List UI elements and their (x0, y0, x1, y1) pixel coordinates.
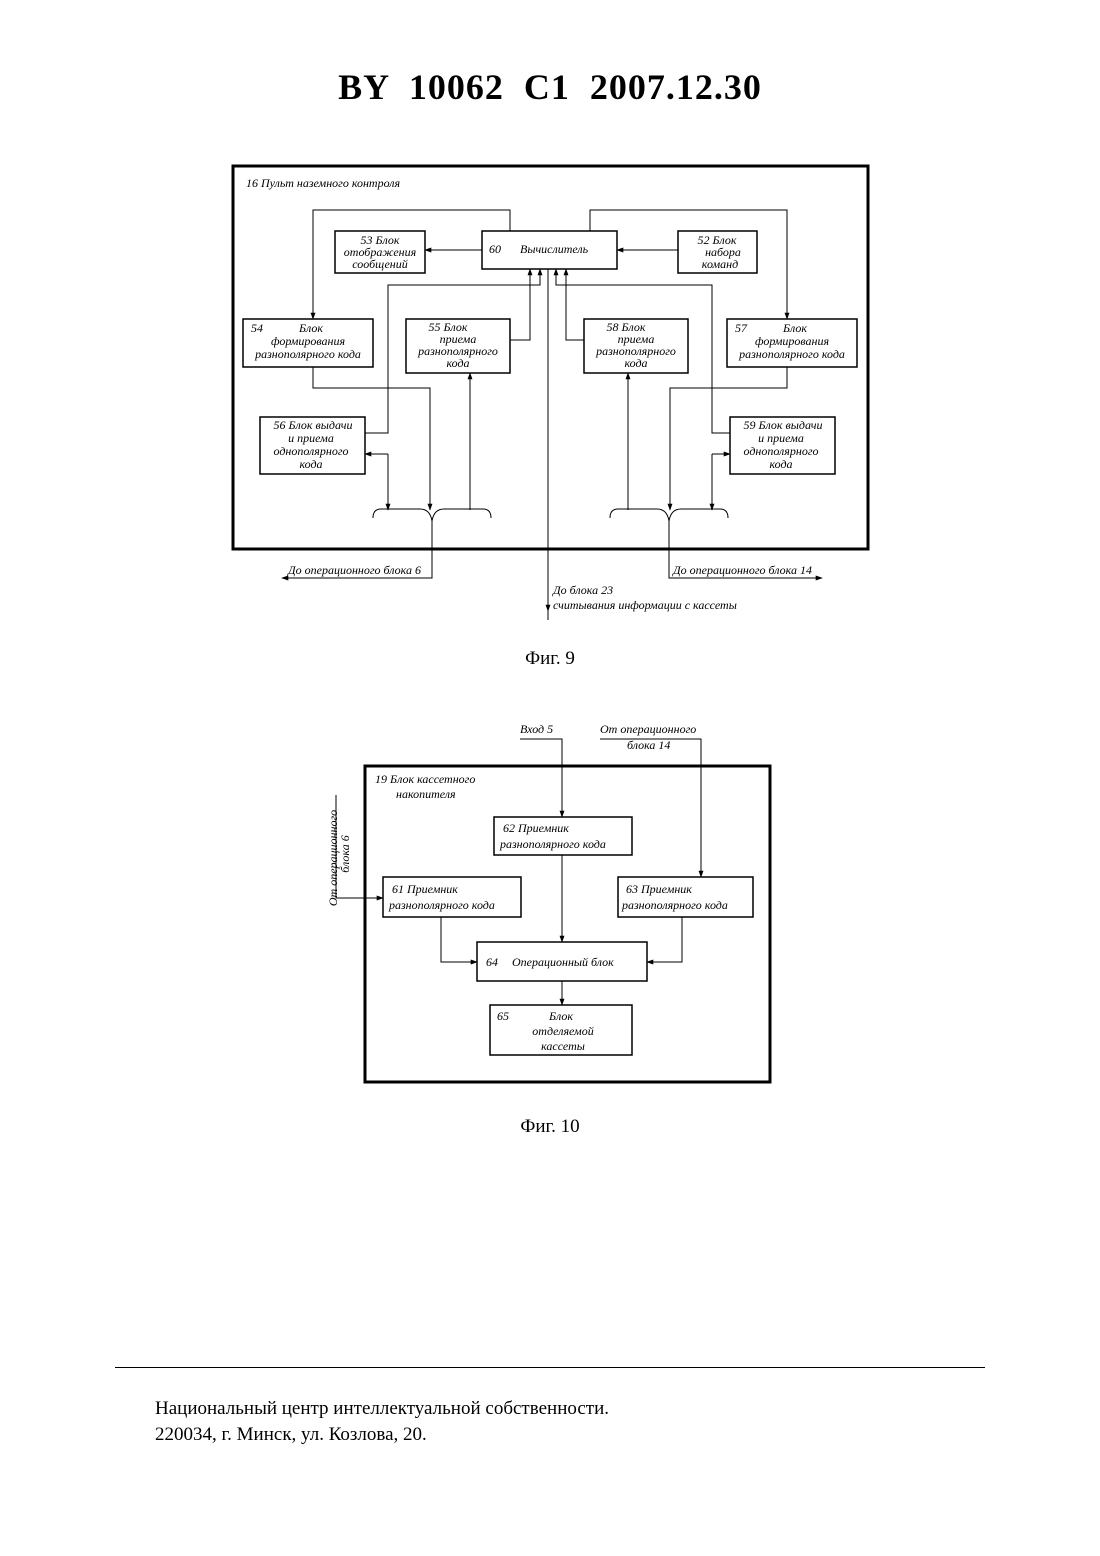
svg-text:Операционный блок: Операционный блок (512, 955, 614, 969)
figure-9: 16 Пульт наземного контроля 53 Блокотобр… (233, 166, 868, 669)
block-54: 54 Блокформированияразнополярного кода (243, 319, 373, 367)
footer-org: Национальный центр интеллектуальной собс… (155, 1398, 609, 1420)
block-63: 63 Приемник разнополярного кода (618, 877, 753, 917)
block-53: 53 Блокотображениясообщений (335, 231, 425, 273)
block-52: 52 Блокнаборакоманд (678, 231, 757, 273)
fig9-caption: Фиг. 9 (525, 648, 575, 669)
block-60-calculator: 60 Вычислитель (482, 231, 617, 269)
input-from-block-14: От операционногоблока 14 (600, 722, 696, 752)
svg-text:разнополярного кода: разнополярного кода (621, 898, 728, 912)
input-vhod-5: Вход 5 (520, 722, 553, 736)
svg-text:63 Приемник: 63 Приемник (626, 882, 692, 896)
block-59: 59 Блок выдачии приемаоднополярногокода (730, 417, 835, 474)
svg-text:60: 60 (489, 242, 501, 256)
svg-text:65: 65 (497, 1009, 509, 1023)
block-55: 55 Блокприемаразнополярногокода (406, 319, 510, 373)
footer-address: 220034, г. Минск, ул. Козлова, 20. (155, 1424, 427, 1446)
input-from-block-6: От операционногоблока 6 (326, 810, 352, 906)
output-center-label: До блока 23считывания информации с кассе… (552, 583, 737, 612)
block-62: 62 Приемник разнополярного кода (494, 817, 632, 855)
cassette-frame-label: 19 Блок кассетногонакопителя (375, 772, 475, 801)
output-left-label: До операционного блока 6 (287, 563, 421, 577)
fig10-caption: Фиг. 10 (520, 1116, 579, 1137)
svg-text:61 Приемник: 61 Приемник (392, 882, 458, 896)
block-64: 64 Операционный блок (477, 942, 647, 981)
svg-text:разнополярного кода: разнополярного кода (388, 898, 495, 912)
output-right-label: До операционного блока 14 (672, 563, 812, 577)
svg-text:57: 57 (735, 321, 748, 335)
figure-10: 19 Блок кассетногонакопителя Вход 5 От о… (326, 722, 770, 1137)
footer-divider (115, 1367, 985, 1368)
svg-text:Вычислитель: Вычислитель (520, 242, 589, 256)
svg-text:64: 64 (486, 955, 498, 969)
svg-text:разнополярного кода: разнополярного кода (499, 837, 606, 851)
block-57: 57 Блокформированияразнополярного кода (727, 319, 857, 367)
block-65: 65 Блокотделяемойкассеты (490, 1005, 632, 1055)
svg-text:62 Приемник: 62 Приемник (503, 821, 569, 835)
block-58: 58 Блокприемаразнополярногокода (584, 319, 688, 373)
svg-text:54: 54 (251, 321, 263, 335)
block-56: 56 Блок выдачии приемаоднополярногокода (260, 417, 365, 474)
pult-frame-label: 16 Пульт наземного контроля (246, 176, 401, 190)
block-61: 61 Приемник разнополярного кода (383, 877, 521, 917)
